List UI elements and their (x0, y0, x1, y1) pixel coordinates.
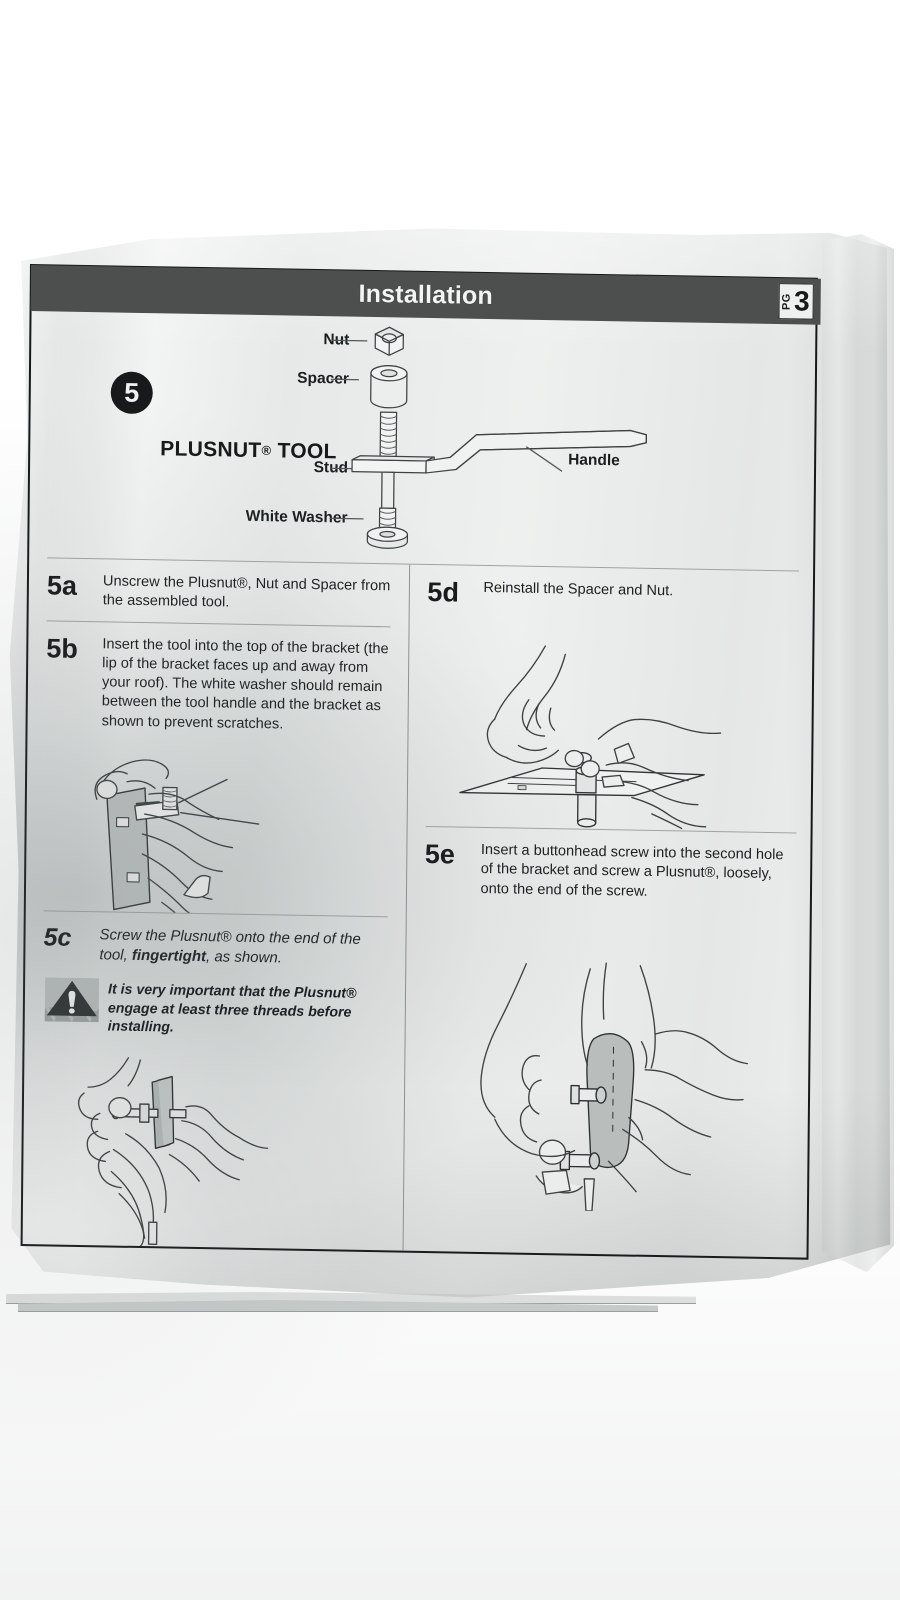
plusnut-tool-title-main: PLUSNUT (160, 437, 262, 463)
illustration-step-5b (94, 759, 260, 916)
two-column-region: 5a Unscrew the Plusnut®, Nut and Spacer … (41, 558, 799, 1257)
registered-mark-icon: ® (261, 442, 272, 458)
page-badge-prefix: PG (781, 292, 794, 310)
step-5d-text: Reinstall the Spacer and Nut. (483, 579, 674, 600)
page-badge-number: 3 (793, 285, 810, 317)
warning-text: It is very important that the Plusnut® e… (107, 981, 357, 1036)
step-5a-text: Unscrew the Plusnut®, Nut and Spacer fro… (102, 573, 391, 611)
paper-right-curl (822, 234, 894, 1273)
step-5d: 5d Reinstall the Spacer and Nut. (427, 565, 799, 622)
step-5b: 5b Insert the tool into the top of the b… (45, 621, 390, 746)
step-5c-text-part2: , as shown. (205, 947, 282, 967)
step-5a-number: 5a (46, 570, 78, 601)
step-5b-text: Insert the tool into the top of the brac… (101, 635, 389, 732)
step-5e: 5e Insert a buttonhead screw into the se… (424, 827, 796, 914)
left-column: 5a Unscrew the Plusnut®, Nut and Spacer … (41, 558, 399, 1250)
illustration-step-5c (77, 1056, 268, 1247)
printed-content-frame: Installation PG 3 5 PLUSNUT® TOOL Nut Sp… (20, 264, 821, 1260)
step-5d-number: 5d (427, 576, 460, 608)
step-5-badge: 5 (110, 371, 153, 415)
right-column: 5d Reinstall the Spacer and Nut. (413, 565, 799, 1258)
exploded-plusnut-tool-diagram (329, 326, 648, 549)
step-5b-number: 5b (46, 632, 78, 664)
step-5c-number: 5c (43, 923, 72, 952)
step-5c-text: Screw the Plusnut® onto the end of the t… (99, 924, 387, 970)
plusnut-tool-section: 5 PLUSNUT® TOOL Nut Spacer Stud White Wa… (47, 312, 802, 572)
warning-callout: It is very important that the Plusnut® e… (43, 974, 387, 1047)
page-number-badge: PG 3 (778, 283, 814, 320)
page-title: Installation (358, 279, 494, 310)
content-body: 5 PLUSNUT® TOOL Nut Spacer Stud White Wa… (23, 312, 820, 1260)
step-5e-number: 5e (424, 838, 456, 870)
illustration-step-5e (480, 962, 749, 1212)
warning-triangle-icon (44, 977, 100, 1023)
column-divider (402, 564, 410, 1251)
illustration-step-5d (459, 645, 722, 830)
step-5c: 5c Screw the Plusnut® onto the end of th… (43, 911, 387, 980)
step-5c-text-bold: fingertight (131, 946, 207, 965)
step-5e-text: Insert a buttonhead screw into the secon… (480, 841, 784, 900)
step-5a: 5a Unscrew the Plusnut®, Nut and Spacer … (47, 558, 391, 625)
plusnut-tool-title: PLUSNUT® TOOL (160, 437, 337, 464)
